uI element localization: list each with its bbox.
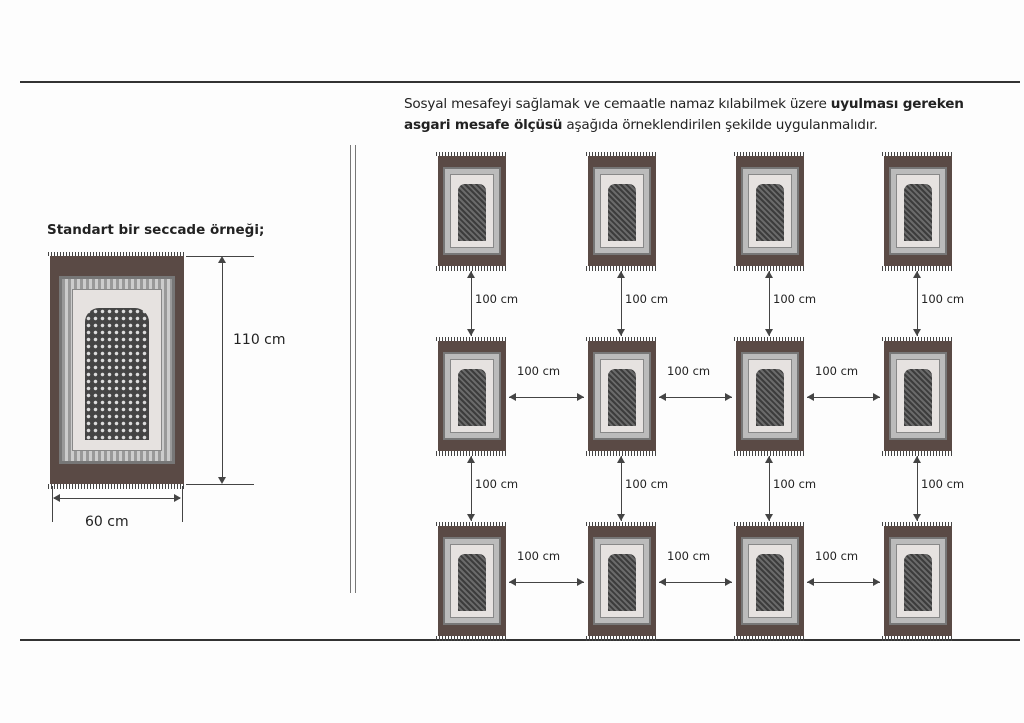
prayer-rug (586, 522, 658, 641)
distance-label: 100 cm (625, 477, 669, 491)
vertical-spacing-arrow (471, 271, 472, 336)
arrow-up-icon (467, 271, 475, 278)
distance-label: 100 cm (517, 549, 561, 563)
prayer-rug (586, 152, 658, 271)
vertical-spacing-arrow (621, 271, 622, 336)
bottom-divider (20, 639, 1020, 641)
vertical-spacing-arrow (769, 271, 770, 336)
horizontal-spacing-arrow (659, 397, 732, 398)
arrow-right-icon (725, 578, 732, 586)
arrow-left-icon (659, 393, 666, 401)
intro-bold: uyulması gereken asgari mesafe ölçüsü (404, 96, 964, 133)
vertical-spacing-arrow (769, 456, 770, 521)
width-label: 60 cm (85, 514, 129, 530)
arrow-down-icon (913, 514, 921, 521)
prayer-rug (734, 152, 806, 271)
distance-label: 100 cm (773, 477, 817, 491)
distance-label: 100 cm (517, 364, 561, 378)
distance-label: 100 cm (921, 477, 965, 491)
intro-part2: aşağıda örneklendirilen şekilde uygulanm… (562, 117, 878, 133)
distance-label: 100 cm (475, 477, 519, 491)
distance-label: 100 cm (815, 364, 859, 378)
prayer-rug (436, 152, 508, 271)
arrow-right-icon (577, 578, 584, 586)
arrow-up-icon (617, 456, 625, 463)
prayer-rug (436, 337, 508, 456)
arrow-up-icon (467, 456, 475, 463)
arrow-right-icon (577, 393, 584, 401)
horizontal-spacing-arrow (807, 397, 880, 398)
height-label: 110 cm (233, 332, 286, 348)
arrow-up-icon (913, 271, 921, 278)
arrow-right-icon (725, 393, 732, 401)
vertical-spacing-arrow (917, 456, 918, 521)
width-ext-right (182, 486, 183, 522)
distance-label: 100 cm (773, 292, 817, 306)
intro-text: Sosyal mesafeyi sağlamak ve cemaatle nam… (404, 94, 1004, 136)
section-divider-left (350, 145, 351, 593)
horizontal-spacing-arrow (509, 397, 584, 398)
vertical-spacing-arrow (917, 271, 918, 336)
arrow-left-icon (807, 578, 814, 586)
standard-rug-title: Standart bir seccade örneği; (47, 222, 265, 238)
horizontal-spacing-arrow (659, 582, 732, 583)
height-dimension-line (222, 258, 223, 482)
arrow-down-icon (218, 477, 226, 484)
arrow-left-icon (53, 494, 60, 502)
arrow-up-icon (617, 271, 625, 278)
vertical-spacing-arrow (621, 456, 622, 521)
arrow-left-icon (509, 578, 516, 586)
arrow-down-icon (617, 329, 625, 336)
arrow-down-icon (765, 329, 773, 336)
intro-part1: Sosyal mesafeyi sağlamak ve cemaatle nam… (404, 96, 831, 112)
arrow-down-icon (617, 514, 625, 521)
distance-label: 100 cm (667, 549, 711, 563)
arrow-up-icon (913, 456, 921, 463)
arrow-up-icon (765, 271, 773, 278)
distance-label: 100 cm (625, 292, 669, 306)
prayer-rug (586, 337, 658, 456)
prayer-rug (882, 337, 954, 456)
arrow-right-icon (873, 578, 880, 586)
width-ext-left (52, 486, 53, 522)
prayer-rug (882, 522, 954, 641)
arrow-down-icon (913, 329, 921, 336)
arrow-up-icon (765, 456, 773, 463)
distance-label: 100 cm (667, 364, 711, 378)
arrow-left-icon (659, 578, 666, 586)
arrow-right-icon (174, 494, 181, 502)
height-ext-bottom (186, 484, 254, 485)
arrow-down-icon (765, 514, 773, 521)
prayer-rug (734, 337, 806, 456)
arrow-right-icon (873, 393, 880, 401)
prayer-rug (882, 152, 954, 271)
horizontal-spacing-arrow (807, 582, 880, 583)
vertical-spacing-arrow (471, 456, 472, 521)
width-dimension-line (54, 498, 180, 499)
arrow-down-icon (467, 514, 475, 521)
top-divider (20, 81, 1020, 83)
arrow-left-icon (807, 393, 814, 401)
arrow-up-icon (218, 256, 226, 263)
distance-label: 100 cm (921, 292, 965, 306)
arrow-down-icon (467, 329, 475, 336)
distance-label: 100 cm (475, 292, 519, 306)
standard-prayer-rug (48, 252, 186, 489)
prayer-rug (734, 522, 806, 641)
section-divider-right (355, 145, 356, 593)
arrow-left-icon (509, 393, 516, 401)
horizontal-spacing-arrow (509, 582, 584, 583)
prayer-rug (436, 522, 508, 641)
distance-label: 100 cm (815, 549, 859, 563)
